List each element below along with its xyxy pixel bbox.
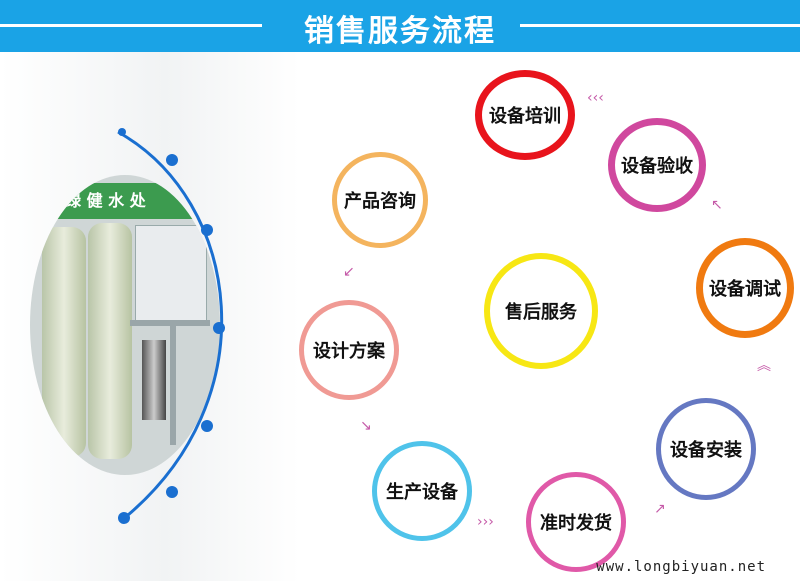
pipe	[130, 320, 210, 326]
machine-banner: 绿 健 水 处	[30, 183, 220, 219]
flow-arrow-icon: ↗	[654, 501, 666, 517]
step-label: 设备安装	[670, 440, 742, 461]
step-label: 设备培训	[489, 106, 561, 127]
pump	[142, 340, 166, 420]
flow-arrow-icon: ︽	[757, 358, 771, 374]
step-equipment-acceptance: 设备验收	[608, 118, 706, 212]
control-panel	[135, 225, 207, 322]
step-label: 准时发货	[540, 513, 612, 534]
step-label: 售后服务	[505, 302, 577, 323]
flow-arrow-icon: ↙	[343, 264, 355, 280]
step-label: 设备验收	[621, 156, 693, 177]
step-label: 设计方案	[313, 341, 385, 362]
flow-arrow-icon: ›››	[477, 514, 494, 530]
step-label: 生产设备	[386, 482, 458, 503]
step-on-time-delivery: 准时发货	[526, 472, 626, 572]
footer-url: www.longbiyuan.net	[596, 559, 766, 575]
step-production-equipment: 生产设备	[372, 441, 472, 541]
step-equipment-training: 设备培训	[475, 70, 575, 160]
step-product-consultation: 产品咨询	[332, 152, 428, 248]
flow-arrow-icon: ↖	[711, 197, 723, 213]
step-equipment-debugging: 设备调试	[696, 238, 794, 338]
step-after-sales-service: 售后服务	[484, 253, 598, 369]
flow-arrow-icon: ↘	[360, 418, 372, 434]
water-treatment-machine-image: 绿 健 水 处	[30, 175, 220, 475]
filter-tank-left	[42, 227, 86, 457]
page-header: 销售服务流程	[0, 0, 800, 52]
filter-tank-right	[88, 223, 132, 459]
page-title: 销售服务流程	[304, 14, 496, 49]
pipe	[170, 325, 176, 445]
header-left-line	[0, 24, 262, 27]
step-label: 产品咨询	[344, 191, 416, 212]
step-design-plan: 设计方案	[299, 300, 399, 400]
step-equipment-installation: 设备安装	[656, 398, 756, 500]
step-label: 设备调试	[709, 279, 781, 300]
header-right-line	[520, 24, 800, 27]
flow-arrow-icon: ‹‹‹	[587, 90, 604, 106]
